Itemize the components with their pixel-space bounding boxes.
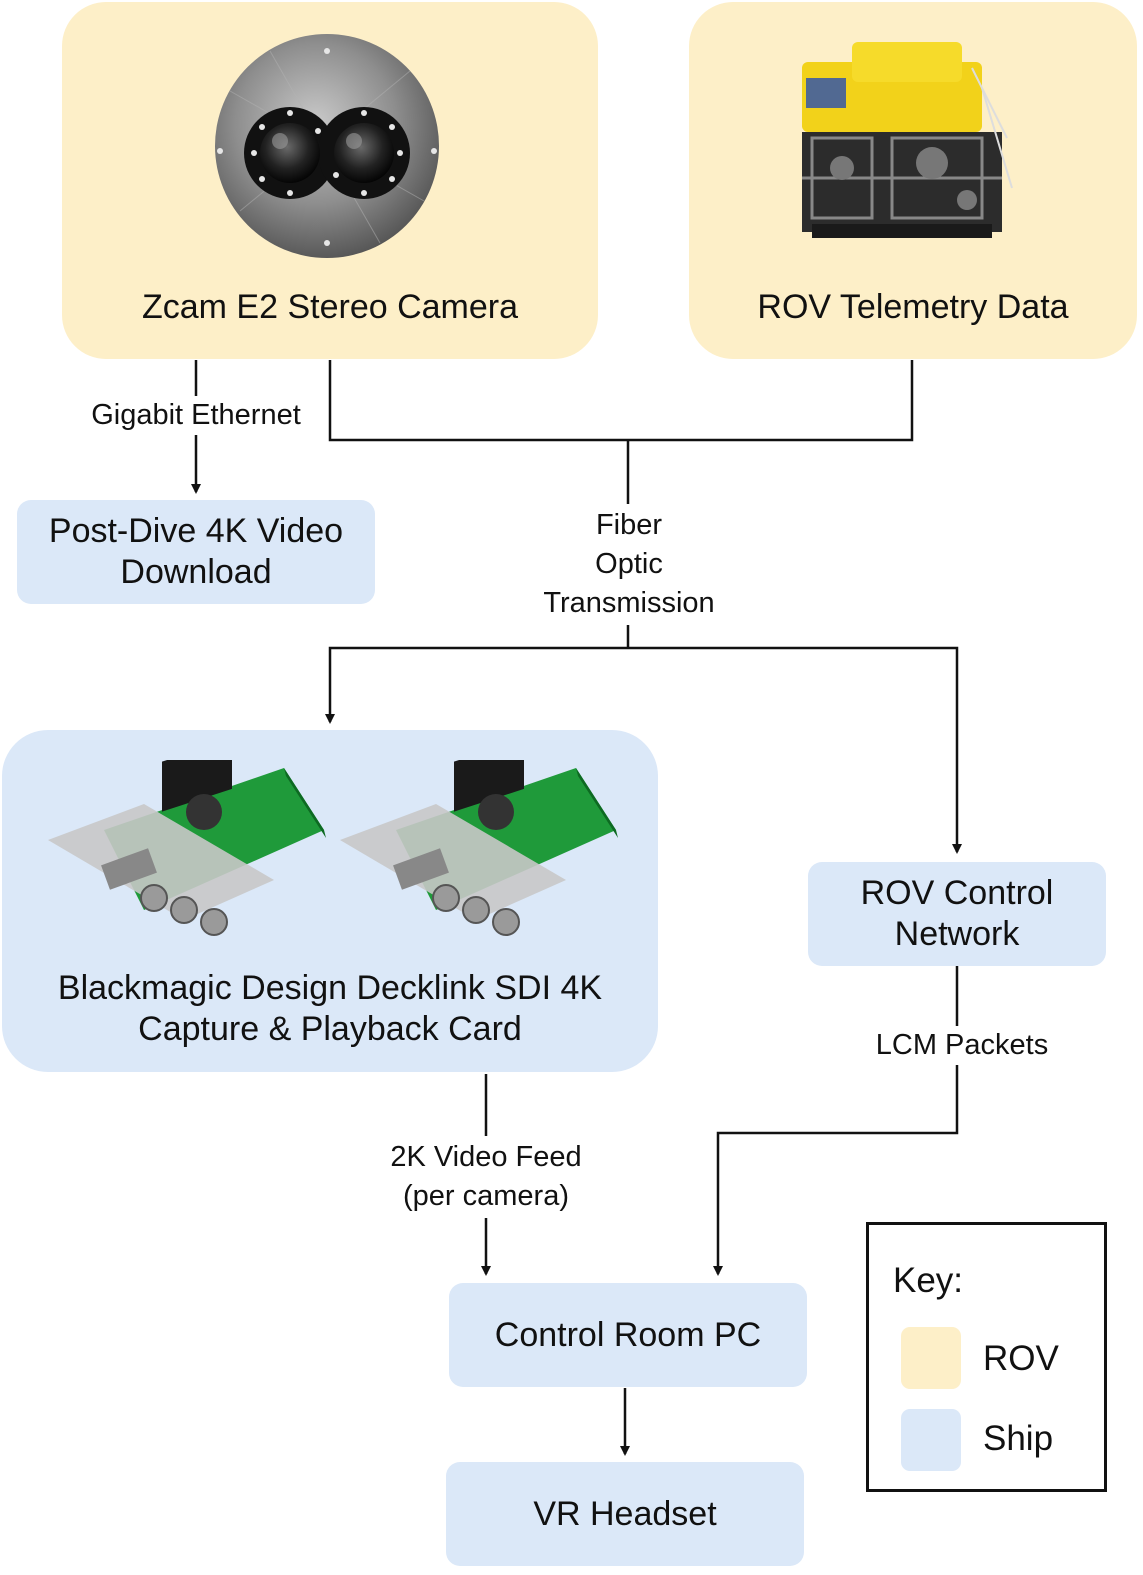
edge-label-video-feed-line2: (per camera) xyxy=(403,1180,569,1212)
rov-vehicle-image xyxy=(802,42,1013,238)
node-rov-telemetry-label: ROV Telemetry Data xyxy=(757,288,1069,326)
edge-fiber-to-decklink xyxy=(325,646,628,724)
node-decklink-label: Blackmagic Design Decklink SDI 4K Captur… xyxy=(57,969,603,1048)
edge-label-lcm: LCM Packets xyxy=(864,1026,1060,1065)
edge-label-video-feed: 2K Video Feed (per camera) xyxy=(378,1136,594,1218)
node-rov-control-label: ROV Control Network xyxy=(860,874,1054,953)
node-post-dive-label: Post-Dive 4K Video Download xyxy=(48,512,344,591)
node-control-room-pc-label: Control Room PC xyxy=(494,1315,762,1354)
legend-title: Key: xyxy=(893,1261,964,1300)
edge-label-gigabit: Gigabit Ethernet xyxy=(78,396,314,435)
node-vr-headset-label: VR Headset xyxy=(533,1494,717,1533)
node-post-dive-download: Post-Dive 4K Video Download xyxy=(17,500,375,604)
node-vr-headset: VR Headset xyxy=(446,1462,804,1566)
stereo-camera-image xyxy=(215,34,439,258)
edge-label-fiber-line3: Transmission xyxy=(543,587,715,619)
edge-label-fiber-line2: Optic xyxy=(595,548,663,580)
node-decklink-card: Blackmagic Design Decklink SDI 4K Captur… xyxy=(2,730,658,1072)
edge-fiber-to-rov-control xyxy=(628,646,962,854)
legend-swatch-rov xyxy=(901,1327,961,1389)
capture-card-image-2 xyxy=(340,760,618,936)
edge-label-video-feed-line1: 2K Video Feed xyxy=(390,1141,582,1173)
node-control-room-pc: Control Room PC xyxy=(449,1283,807,1387)
edge-label-fiber: Fiber Optic Transmission xyxy=(533,504,725,625)
legend: Key: ROV Ship xyxy=(866,1222,1107,1492)
legend-label-ship: Ship xyxy=(983,1419,1054,1458)
edge-camera-to-fiber xyxy=(328,360,914,442)
capture-card-image-1 xyxy=(48,760,326,936)
capture-card-images xyxy=(48,760,618,936)
node-zcam-label: Zcam E2 Stereo Camera xyxy=(141,288,519,326)
node-rov-control-network: ROV Control Network xyxy=(808,862,1106,966)
legend-label-rov: ROV xyxy=(983,1339,1059,1378)
legend-swatch-ship xyxy=(901,1409,961,1471)
edge-label-fiber-line1: Fiber xyxy=(595,509,663,541)
